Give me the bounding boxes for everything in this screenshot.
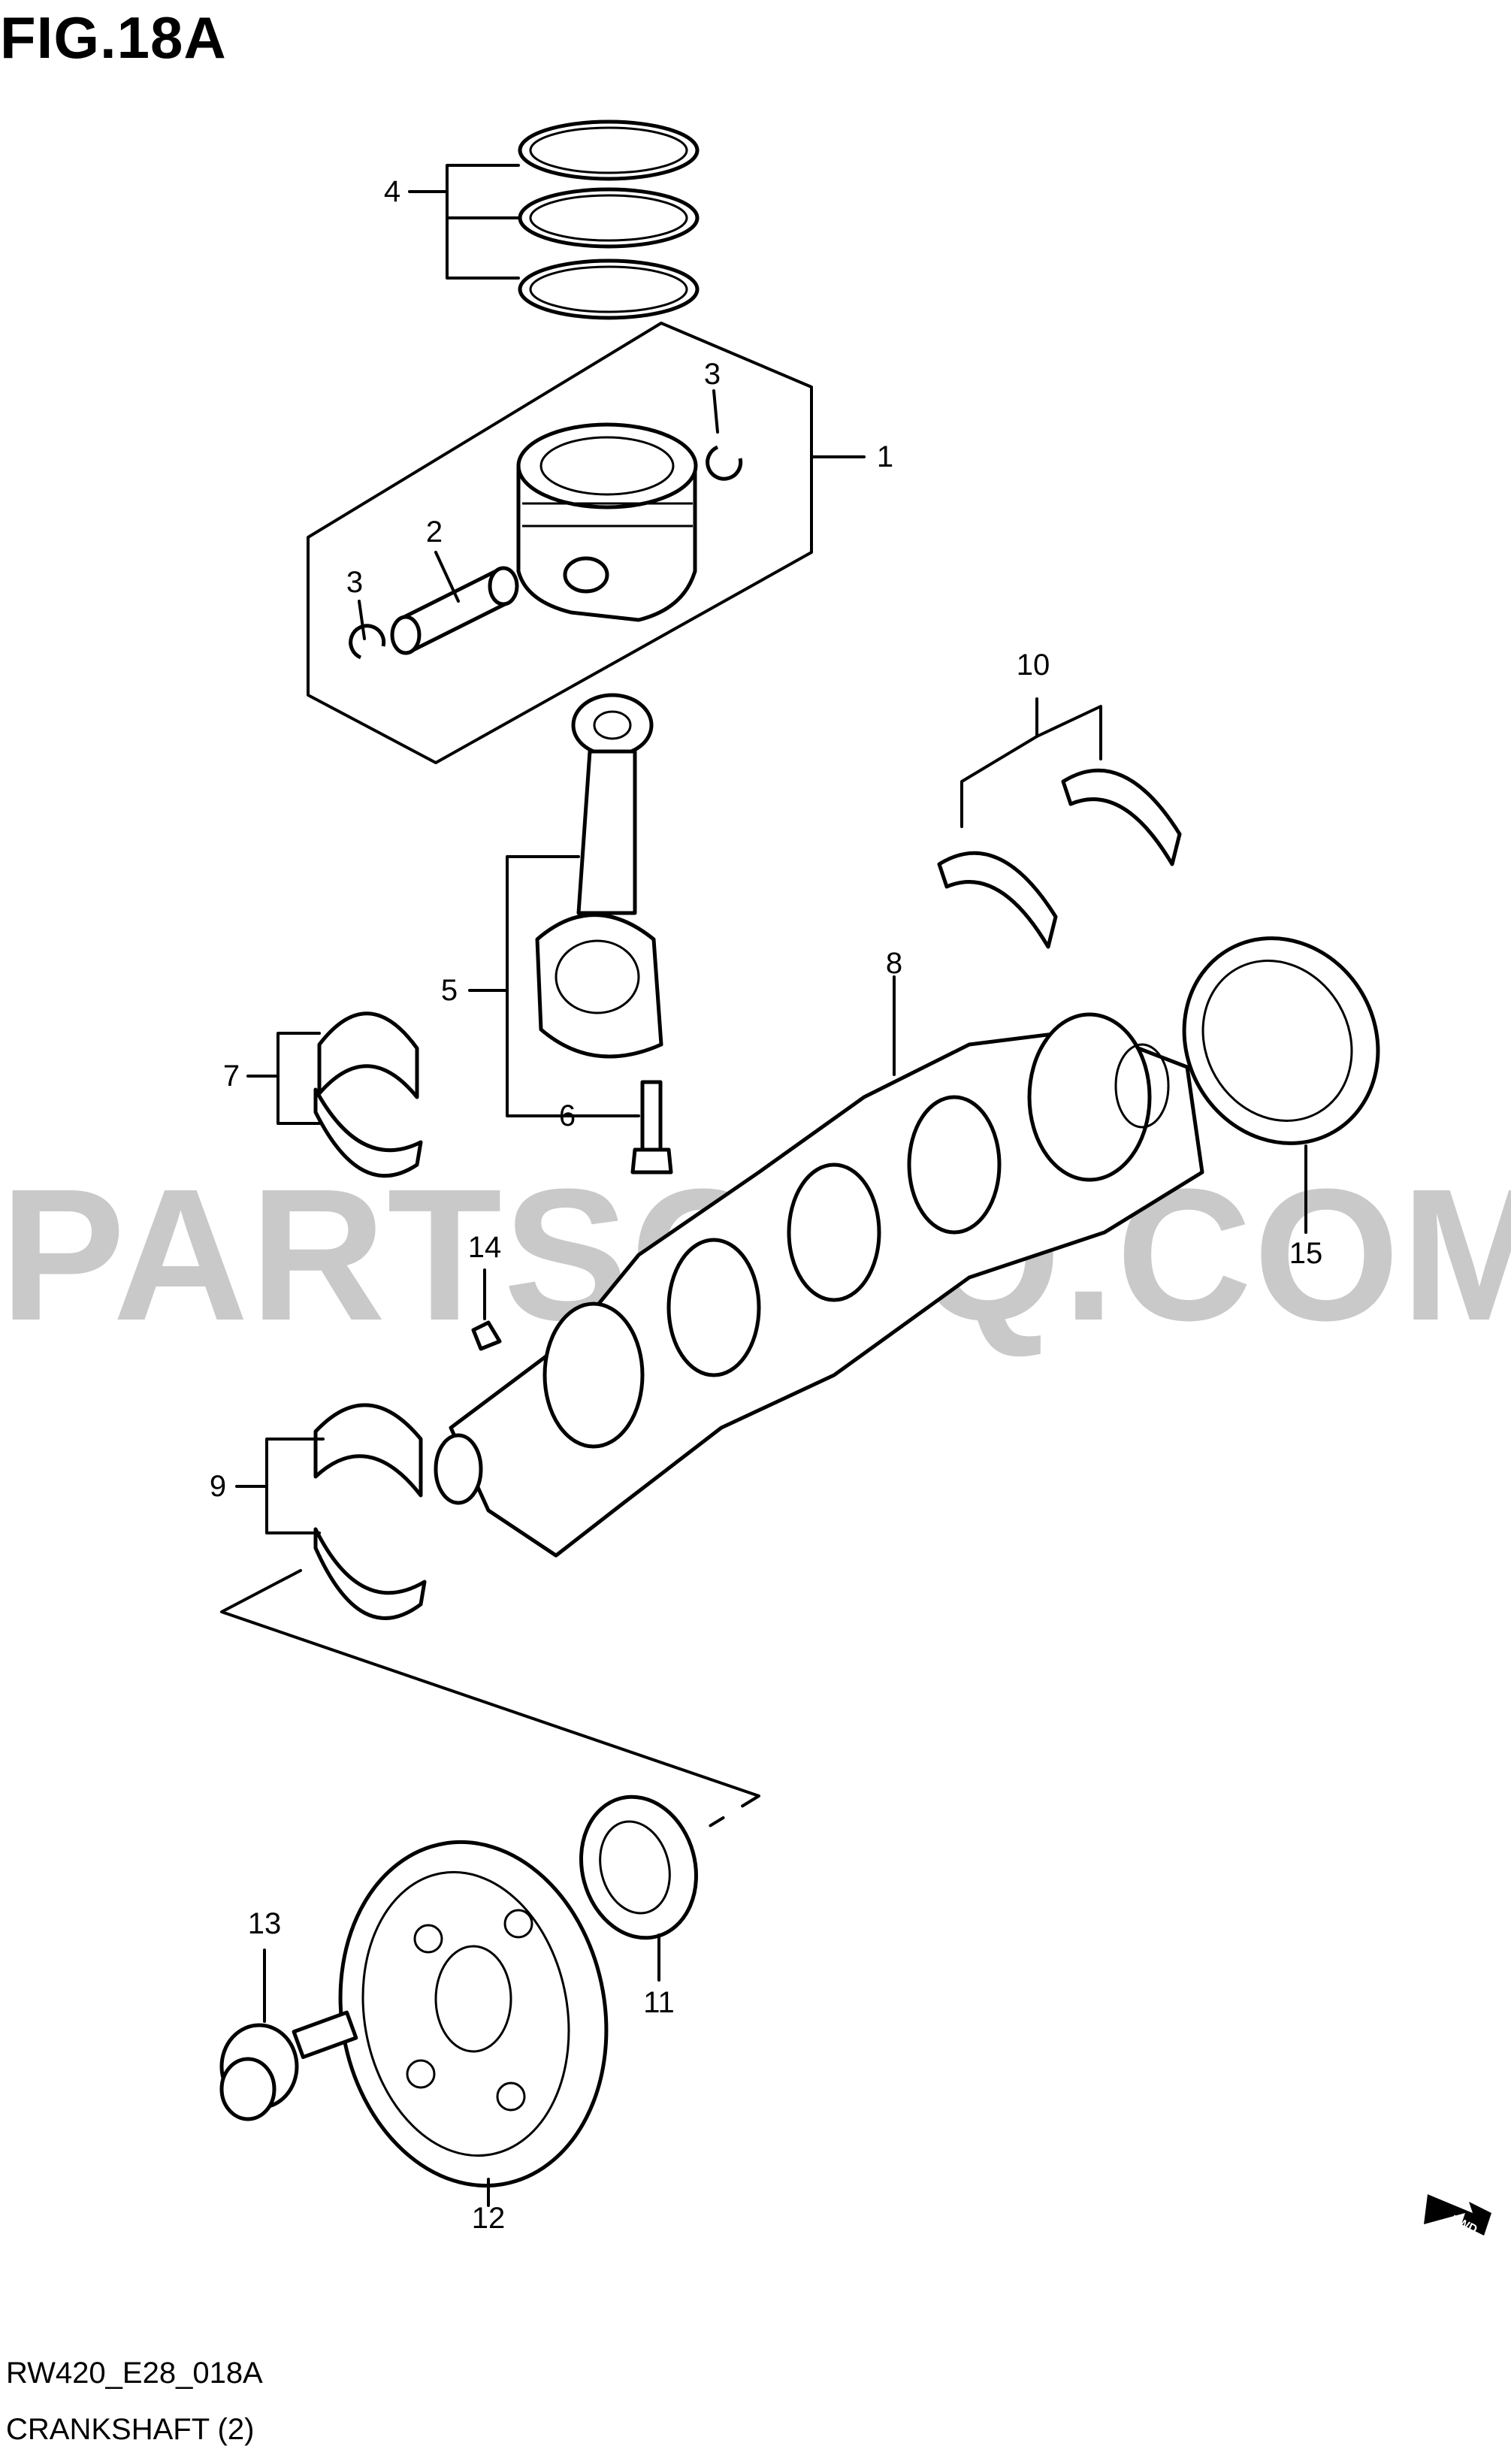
main-bearing-icon [313, 1403, 427, 1620]
crank-pulley-icon [338, 1840, 609, 2188]
leader-4 [446, 164, 520, 280]
callout-4: 4 [383, 175, 401, 208]
snap-ring-icon [349, 624, 386, 660]
callout-14: 14 [467, 1231, 502, 1264]
crankshaft-icon [434, 1012, 1204, 1558]
callout-1: 1 [876, 440, 894, 473]
pulley-bolt-icon [219, 2010, 358, 2121]
callout-9: 9 [209, 1470, 227, 1503]
callout-5: 5 [440, 974, 458, 1007]
callout-3-lower: 3 [346, 566, 364, 599]
callout-3-upper: 3 [703, 358, 721, 391]
callout-12: 12 [471, 2202, 506, 2235]
piston-icon [516, 422, 698, 622]
callout-8: 8 [885, 947, 903, 980]
con-rod-bearing-icon [313, 1011, 423, 1178]
piston-ring-set-icon [518, 119, 700, 320]
thrust-washer-icon [937, 768, 1182, 949]
leader-5 [506, 855, 603, 1117]
diagram-code: RW420_E28_018A [6, 2357, 263, 2390]
callout-15: 15 [1289, 1237, 1323, 1270]
leader-10 [960, 705, 1102, 828]
piston-pin-icon [390, 566, 519, 655]
callout-2: 2 [425, 515, 443, 549]
assembly-line [220, 1569, 760, 1839]
callout-13: 13 [247, 1907, 282, 1940]
front-oil-seal-icon [579, 1794, 699, 1940]
snap-ring-icon [706, 445, 743, 481]
woodruff-key-icon [471, 1320, 502, 1351]
fwd-arrow-icon: FWD [1424, 2194, 1491, 2236]
leader-1-box [307, 322, 813, 764]
callout-10: 10 [1016, 649, 1050, 682]
diagram-caption: CRANKSHAFT (2) [6, 2413, 255, 2446]
callout-11: 11 [643, 1986, 675, 2019]
leader-7 [277, 1032, 321, 1125]
connecting-rod-icon [535, 693, 663, 1059]
rear-oil-seal-icon [1182, 936, 1380, 1145]
callout-6: 6 [558, 1099, 576, 1132]
figure-title: FIG.18A [0, 5, 227, 71]
rod-bolt-icon [630, 1080, 673, 1175]
callout-7: 7 [222, 1060, 240, 1093]
